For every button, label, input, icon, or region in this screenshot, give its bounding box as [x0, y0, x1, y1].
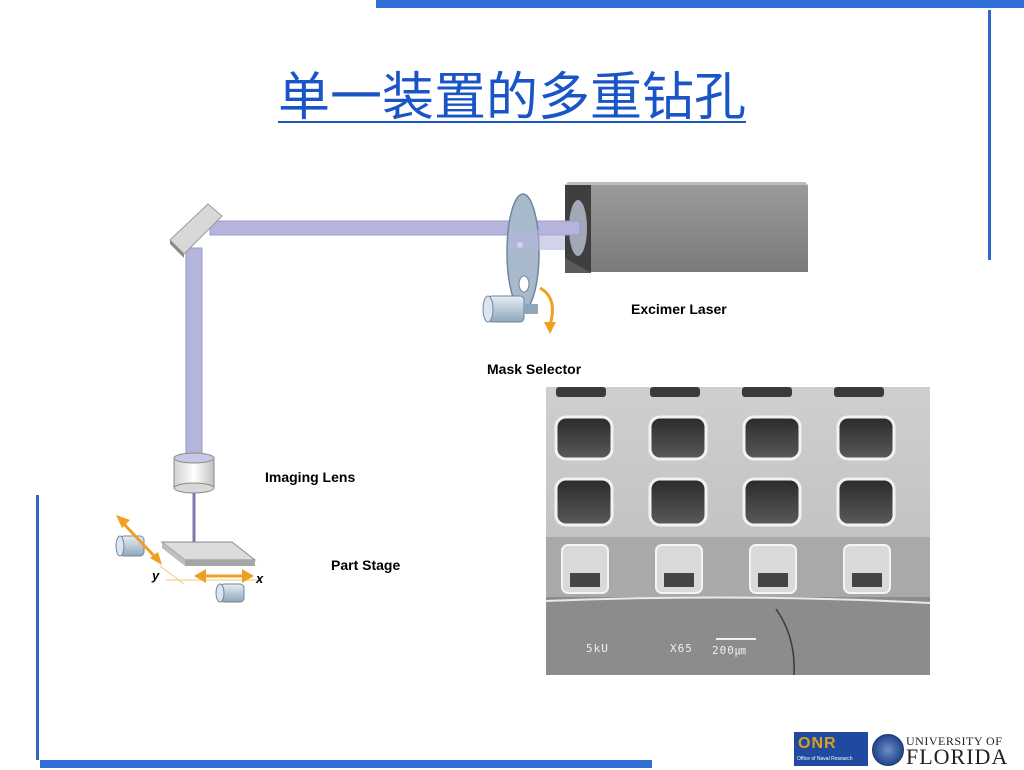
imaging-lens: [173, 452, 215, 494]
left-rule: [36, 495, 39, 760]
sem-micrograph: [546, 387, 930, 675]
university-seal-icon: [872, 734, 904, 766]
rotation-arrowhead: [544, 322, 556, 334]
part-stage: [160, 541, 257, 566]
bottom-accent-bar: [40, 760, 652, 768]
axis-guide-y: [159, 565, 185, 585]
university-name-line2: FLORIDA: [906, 744, 1009, 769]
label-excimer-laser: Excimer Laser: [631, 301, 727, 317]
stage-motor-x: [215, 583, 245, 603]
onr-logo-text: ONR: [798, 735, 837, 752]
excimer-laser: [565, 182, 808, 273]
mask-selector: [506, 193, 565, 311]
label-mask-selector: Mask Selector: [487, 361, 582, 377]
mask-motor: [482, 295, 538, 323]
onr-logo: ONR Office of Naval Research: [794, 732, 868, 766]
footer-logos: ONR Office of Naval Research UNIVERSITY …: [794, 730, 1016, 769]
rotation-arrow: [539, 286, 554, 326]
onr-logo-caption: Office of Naval Research: [797, 756, 853, 762]
vertical-beam: [185, 247, 203, 459]
sem-voltage: 5kU: [586, 642, 609, 655]
right-rule: [988, 10, 991, 260]
slide-title: 单一装置的多重钻孔: [277, 68, 746, 128]
sem-magnification: X65: [670, 642, 693, 655]
top-accent-bar: [376, 0, 1024, 8]
label-imaging-lens: Imaging Lens: [265, 469, 356, 485]
x-axis-arrow: [194, 569, 254, 583]
label-part-stage: Part Stage: [331, 557, 401, 573]
axis-label-x: x: [256, 571, 264, 586]
university-name-line1: UNIVERSITY OF: [906, 734, 1003, 748]
laser-drilling-diagram: [115, 182, 808, 603]
sem-scale-bar-label: 200㎛: [712, 644, 747, 657]
y-axis-arrow: [116, 515, 162, 565]
turning-mirror: [169, 203, 223, 258]
axis-label-y: y: [152, 568, 160, 583]
